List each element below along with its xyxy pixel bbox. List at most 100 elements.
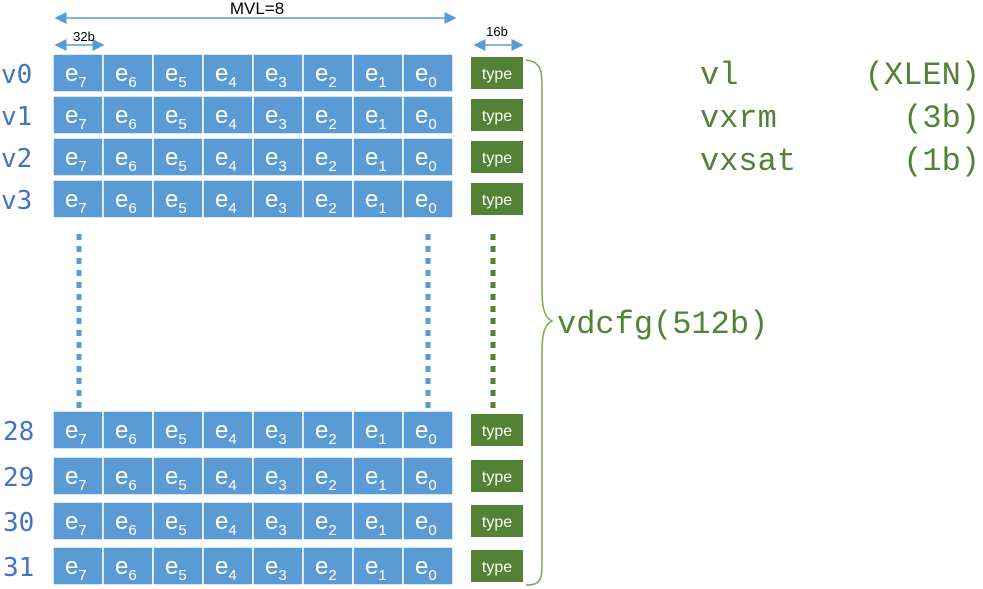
- element-label: e3: [265, 60, 287, 91]
- element-cell: [202, 137, 254, 177]
- element-width-label: 32b: [73, 29, 95, 44]
- element-cell: [52, 456, 104, 496]
- element-cell: [402, 546, 454, 586]
- element-label: e6: [115, 102, 137, 133]
- element-label: e5: [165, 102, 187, 133]
- element-label: e2: [315, 144, 337, 175]
- element-cell: [152, 95, 204, 135]
- element-cell: [152, 410, 204, 450]
- element-label: e2: [315, 463, 337, 494]
- element-label: e2: [315, 102, 337, 133]
- register-label: 29: [3, 463, 34, 493]
- element-label: e0: [415, 60, 437, 91]
- element-cell: [402, 53, 454, 93]
- element-cell: [52, 501, 104, 541]
- element-label: e7: [65, 60, 87, 91]
- vdcfg-label: vdcfg(512b): [557, 306, 768, 343]
- element-cell: [302, 179, 354, 219]
- mvl-label: MVL=8: [230, 0, 284, 18]
- element-label: e5: [165, 553, 187, 584]
- element-label: e4: [215, 186, 237, 217]
- element-cell: [152, 501, 204, 541]
- type-label: type: [482, 66, 512, 83]
- register-label: v1: [1, 102, 32, 132]
- element-cell: [302, 456, 354, 496]
- type-label: type: [482, 514, 512, 531]
- type-cell: [471, 99, 523, 131]
- element-cell: [52, 95, 104, 135]
- element-label: e0: [415, 102, 437, 133]
- element-cell: [152, 53, 204, 93]
- element-cell: [52, 137, 104, 177]
- element-cell: [252, 501, 304, 541]
- element-label: e4: [215, 144, 237, 175]
- csr-entry: vl(XLEN): [700, 57, 980, 94]
- element-label: e6: [115, 508, 137, 539]
- element-cell: [352, 137, 404, 177]
- element-label: e1: [365, 508, 387, 539]
- element-label: e5: [165, 417, 187, 448]
- element-label: e4: [215, 463, 237, 494]
- register-rows: v0 e7 e6 e5 e4 e3 e2 e1 e0 type v1 e7 e6 e5 e4 e3 e2 e1 e0…: [1, 53, 523, 586]
- csr-list: vl(XLEN)vxrm(3b)vxsat(1b): [700, 57, 980, 180]
- element-cell: [402, 95, 454, 135]
- element-label: e1: [365, 186, 387, 217]
- element-label: e6: [115, 417, 137, 448]
- register-label: 31: [3, 553, 34, 583]
- type-cell: [471, 460, 523, 492]
- type-label: type: [482, 423, 512, 440]
- register-label: v3: [1, 186, 32, 216]
- element-label: e0: [415, 508, 437, 539]
- element-label: e4: [215, 553, 237, 584]
- element-cell: [252, 137, 304, 177]
- element-cell: [302, 501, 354, 541]
- element-cell: [202, 53, 254, 93]
- element-label: e4: [215, 508, 237, 539]
- element-cell: [352, 95, 404, 135]
- type-label: type: [482, 559, 512, 576]
- element-label: e2: [315, 417, 337, 448]
- element-cell: [102, 95, 154, 135]
- element-label: e5: [165, 508, 187, 539]
- type-label: type: [482, 192, 512, 209]
- element-cell: [152, 456, 204, 496]
- element-cell: [402, 456, 454, 496]
- csr-entry: vxrm(3b): [700, 100, 980, 137]
- element-label: e0: [415, 144, 437, 175]
- element-label: e0: [415, 186, 437, 217]
- element-cell: [252, 410, 304, 450]
- register-label: v0: [1, 60, 32, 90]
- register-label: 30: [3, 508, 34, 538]
- element-label: e7: [65, 553, 87, 584]
- element-cell: [402, 179, 454, 219]
- element-label: e0: [415, 417, 437, 448]
- element-cell: [252, 546, 304, 586]
- element-label: e1: [365, 144, 387, 175]
- element-cell: [302, 546, 354, 586]
- csr-size: (1b): [903, 143, 980, 180]
- element-cell: [152, 179, 204, 219]
- element-cell: [102, 53, 154, 93]
- element-cell: [352, 456, 404, 496]
- element-label: e6: [115, 60, 137, 91]
- element-label: e0: [415, 553, 437, 584]
- element-label: e3: [265, 102, 287, 133]
- type-cell: [471, 505, 523, 537]
- element-cell: [152, 137, 204, 177]
- element-label: e1: [365, 60, 387, 91]
- element-label: e7: [65, 102, 87, 133]
- element-label: e3: [265, 553, 287, 584]
- register-label: v2: [1, 144, 32, 174]
- element-label: e0: [415, 463, 437, 494]
- type-cell: [471, 141, 523, 173]
- element-label: e4: [215, 417, 237, 448]
- element-label: e1: [365, 463, 387, 494]
- element-cell: [102, 546, 154, 586]
- element-label: e6: [115, 186, 137, 217]
